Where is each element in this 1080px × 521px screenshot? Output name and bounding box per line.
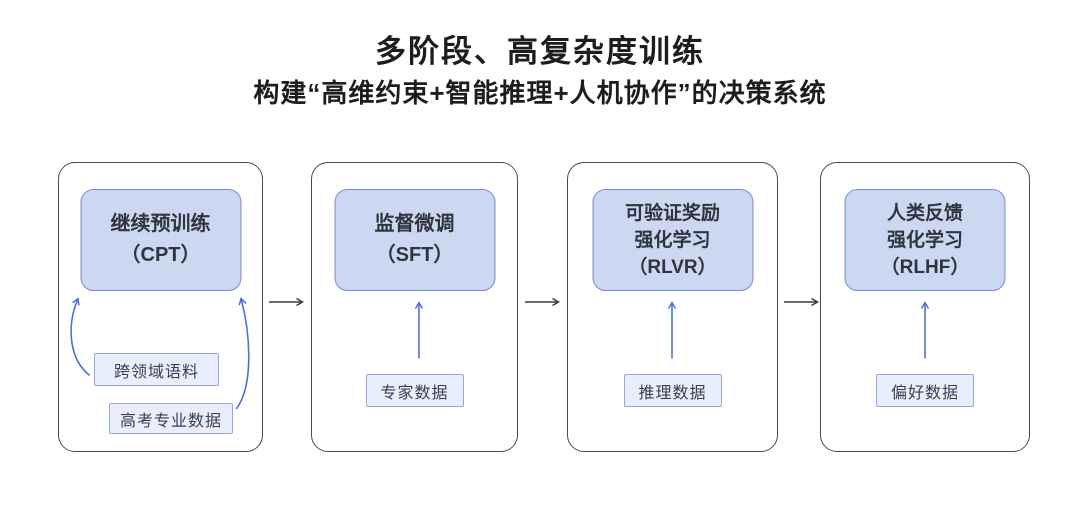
stage-rlhf-box: 人类反馈 强化学习 （RLHF） [844,189,1006,291]
stage-rlhf-label-line: （RLHF） [880,256,970,278]
stage-rlvr-label-line: 可验证奖励 [624,202,720,224]
stage-cpt-box: 继续预训练 （CPT） [80,189,241,291]
feed-arrow-left [70,297,91,376]
data-source-preference-data: 偏好数据 [875,374,975,407]
stage-rlhf-label-line: 强化学习 [886,229,963,251]
data-source-reasoning-data: 推理数据 [623,374,722,407]
stage-sft-label-line: 监督微调 [374,213,455,235]
stage-sft: 监督微调 （SFT） 专家数据 [311,162,518,452]
diagram-subtitle: 构建“高维约束+智能推理+人机协作”的决策系统 [253,78,827,108]
stage-rlvr-label-line: （RLVR） [628,256,717,278]
flow-arrow-icon [784,297,819,307]
stage-rlvr-label-line: 强化学习 [634,229,711,251]
stage-cpt: 继续预训练 （CPT） 跨领域语料 高考专业数据 [58,162,263,452]
flow-arrow-icon [269,297,304,307]
stage-rlvr-box: 可验证奖励 强化学习 （RLVR） [592,189,753,291]
flow-arrow-icon [525,297,560,307]
stage-cpt-label-line: （CPT） [120,244,201,266]
diagram-title: 多阶段、高复杂度训练 [375,34,705,69]
stage-rlhf: 人类反馈 强化学习 （RLHF） 偏好数据 [820,162,1030,452]
stage-rlhf-label-line: 人类反馈 [886,202,963,224]
stage-cpt-label-line: 继续预训练 [110,213,211,235]
data-source-expert-data: 专家数据 [365,374,464,407]
feed-arrow-right [235,297,250,410]
stage-sft-label-line: （SFT） [375,244,454,266]
data-source-gaokao-data: 高考专业数据 [109,403,233,434]
diagram-header: 多阶段、高复杂度训练 构建“高维约束+智能推理+人机协作”的决策系统 [0,0,1080,109]
stage-rlvr: 可验证奖励 强化学习 （RLVR） 推理数据 [567,162,778,452]
stage-sft-box: 监督微调 （SFT） [334,189,495,291]
data-source-cross-domain-corpus: 跨领域语料 [94,353,219,386]
